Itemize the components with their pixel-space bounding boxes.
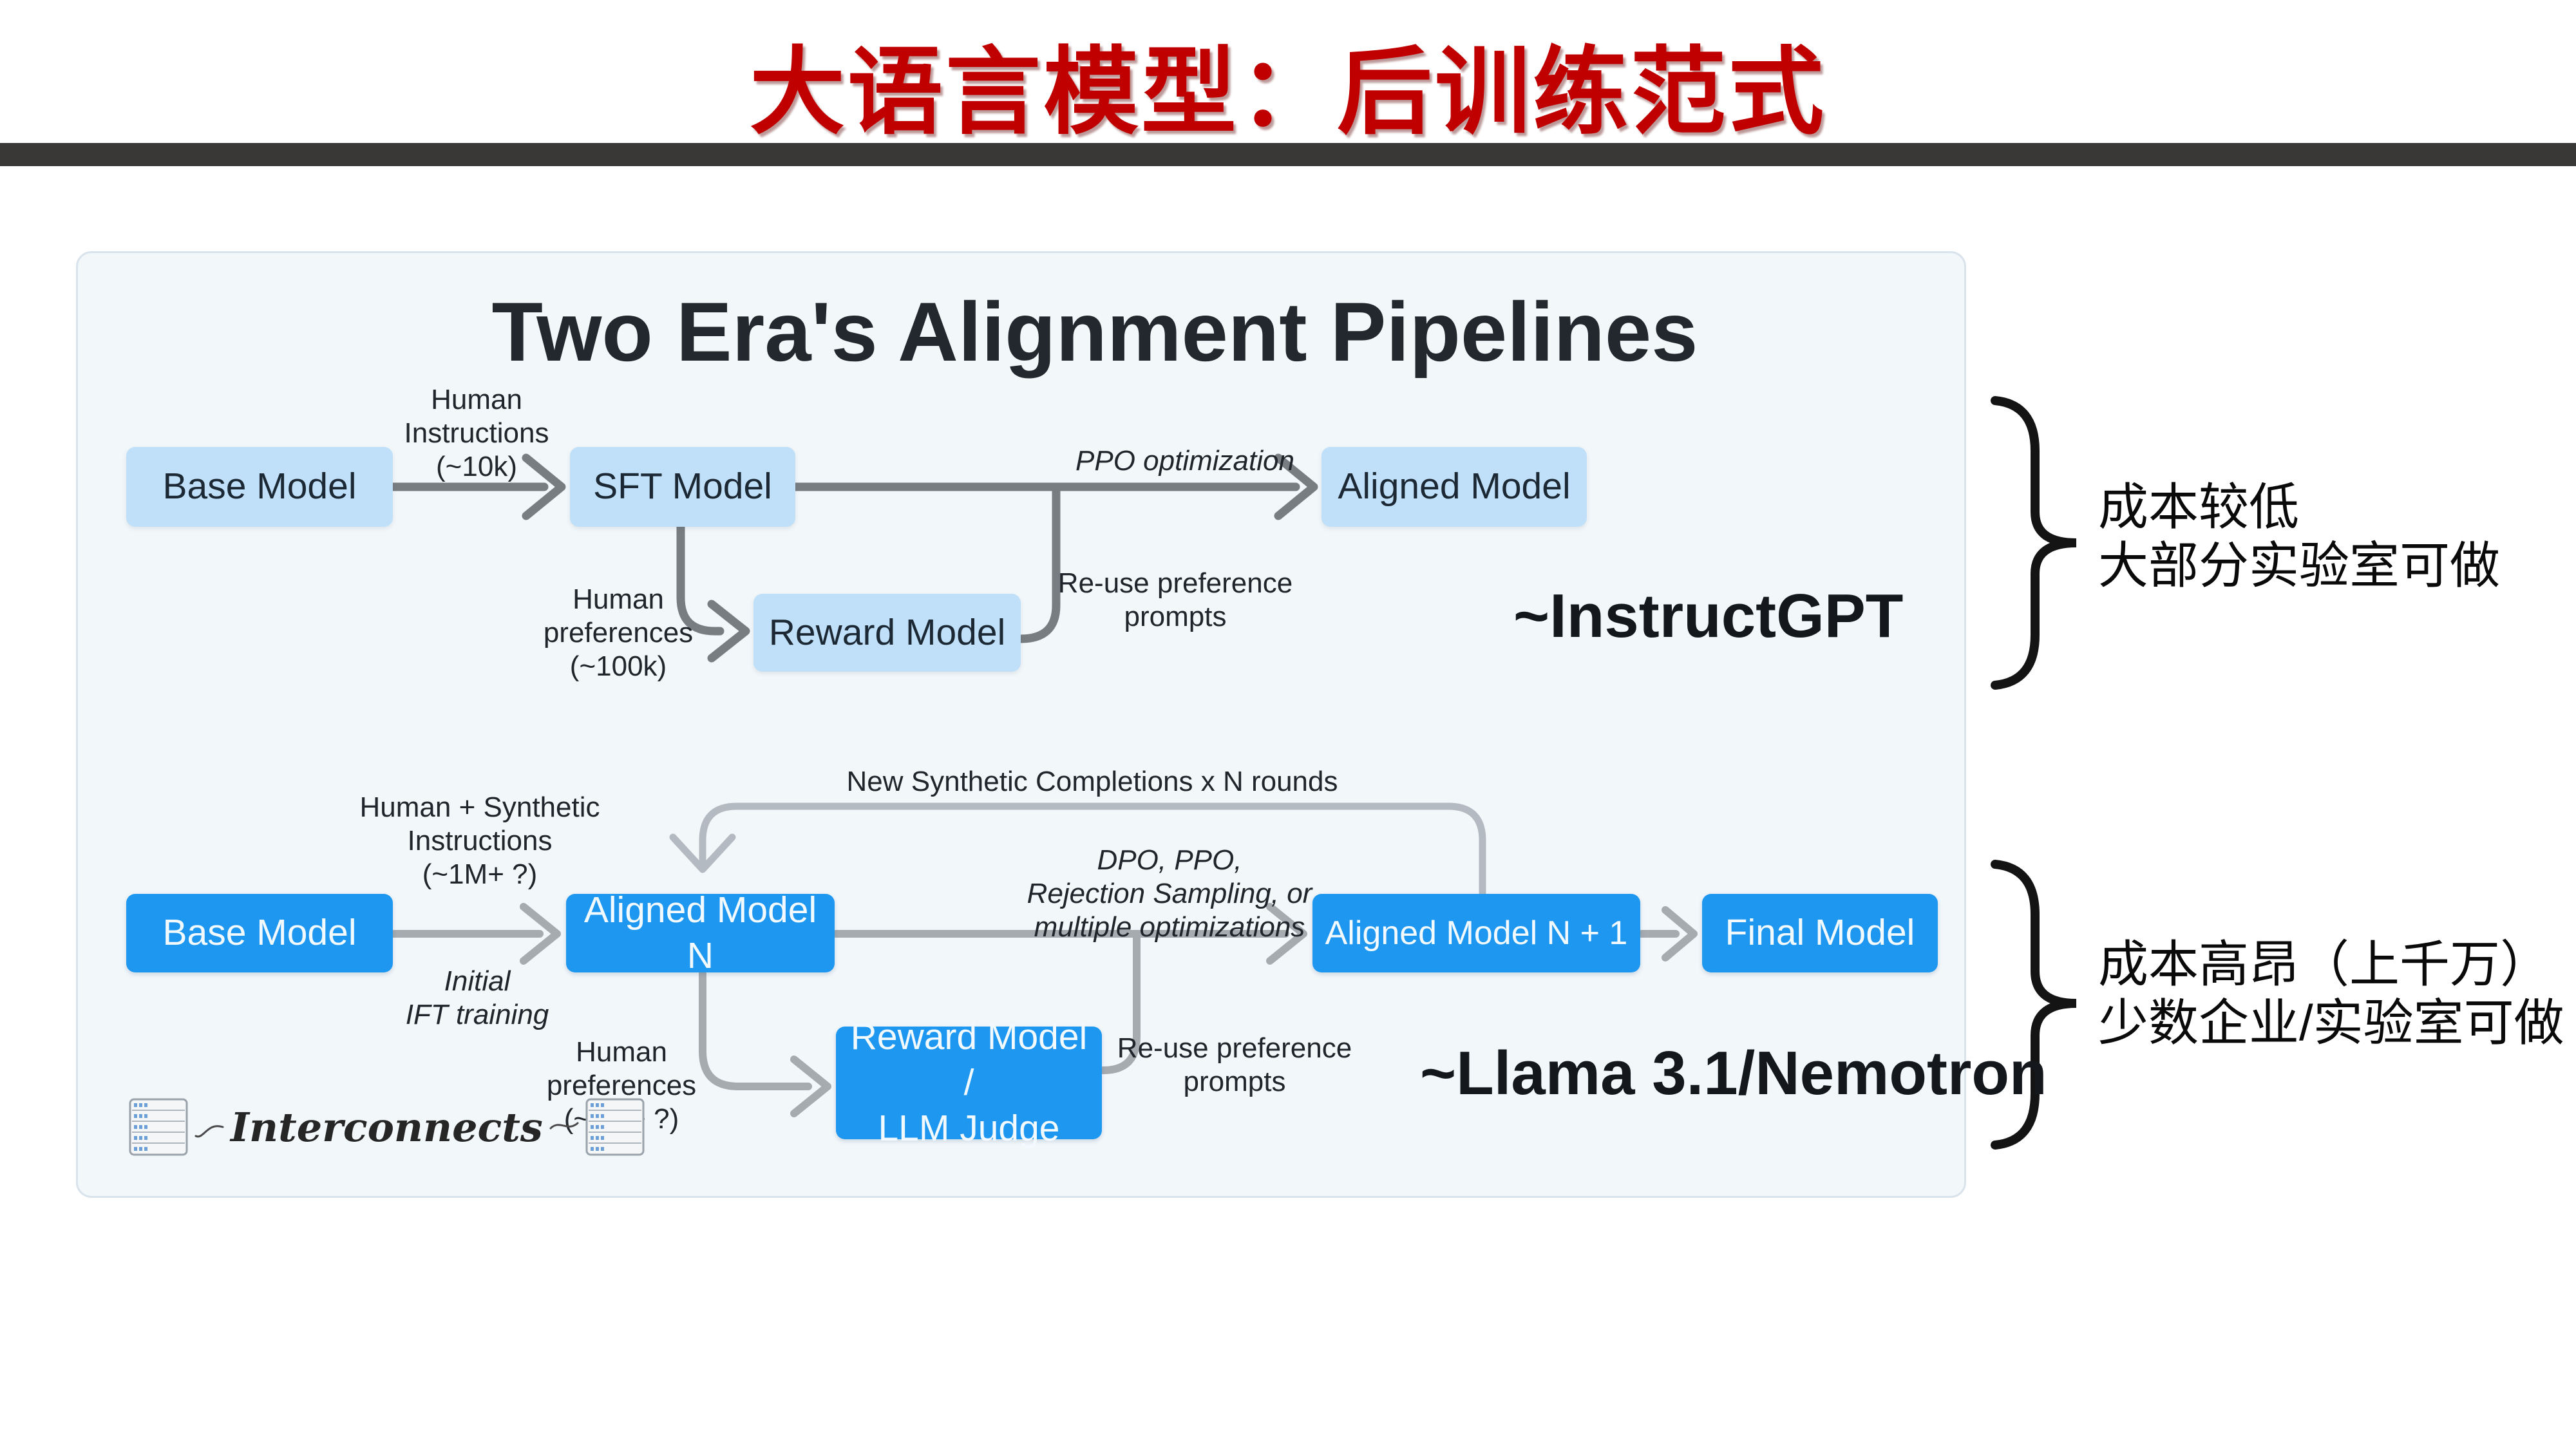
era1-connectors [388,453,1318,663]
label-human-synthetic-instructions: Human + Synthetic Instructions (~1M+ ?) [359,791,600,890]
label-reuse-prompts-era1: Re-use preference prompts [1057,567,1293,632]
server-rack-icon [129,1098,188,1156]
node-reward-model: Reward Model [753,594,1021,672]
arrow-base2-to-alignedn-head [520,903,561,965]
arrow-base-to-sft-head [522,453,566,520]
node-aligned-model: Aligned Model [1321,447,1587,527]
label-human-instructions: Human Instructions (~10k) [404,384,549,482]
connector-sft-to-reward [676,522,724,636]
node-sft-model: SFT Model [570,447,795,527]
label-initial-ift-training: Initial IFT training [405,965,549,1030]
arrow-alignedn-to-alignedn1-head [1266,903,1307,965]
cable-right-icon [549,1122,579,1130]
interconnects-logo: Interconnects [129,1096,645,1158]
annotation-era2-cost: 成本高昂（上千万） 少数企业/实验室可做 [2098,936,2564,1052]
era1-brace [1991,396,2077,690]
annotation-era1-cost: 成本较低 大部分实验室可做 [2098,478,2501,594]
node-base-model-era2: Base Model [126,894,393,972]
label-human-preferences-100k: Human preferences (~100k) [543,583,694,682]
connector-alignedn-to-judge [699,970,812,1090]
loop-arrow-head [669,833,736,873]
arrow-alignedn1-to-final-head [1662,906,1698,961]
label-new-synthetic-completions: New Synthetic Completions x N rounds [846,766,1338,797]
label-ppo-optimization: PPO optimization [1075,445,1294,477]
node-aligned-model-n: Aligned Model N [566,889,835,976]
cable-left-icon [194,1125,224,1138]
node-reward-model-llm-judge: Reward Model / LLM Judge [836,1016,1102,1149]
diagram-title: Two Era's Alignment Pipelines [491,285,1698,379]
connector-alignedn-to-judge-head [790,1056,831,1117]
connector-reward-to-ppo-arrow [1016,486,1061,643]
server-rack-icon [585,1098,645,1156]
era1-tag-instructgpt: ~InstructGPT [1513,582,1904,650]
logo-text: Interconnects [231,1103,543,1151]
connector-judge-to-arrow [1099,934,1141,1074]
loop-line [699,802,1486,896]
era2-connectors [390,903,1698,1117]
arrow-sft-to-aligned-head [1274,453,1318,520]
node-aligned-model-n1: Aligned Model N + 1 [1312,894,1640,972]
title-divider-bar [0,143,2576,166]
connector-sft-to-reward-head [707,600,750,663]
era2-tag-llama-nemotron: ~Llama 3.1/Nemotron [1420,1039,2047,1108]
page-title: 大语言模型：后训练范式 [750,39,1826,146]
label-reuse-prompts-era2: Re-use preference prompts [1117,1032,1352,1097]
synthetic-loop-connector [669,802,1486,896]
node-final-model: Final Model [1702,894,1938,972]
node-base-model-era1: Base Model [126,447,393,527]
label-optimization-methods: DPO, PPO, Rejection Sampling, or multipl… [1027,844,1312,943]
era2-brace [1991,860,2077,1150]
